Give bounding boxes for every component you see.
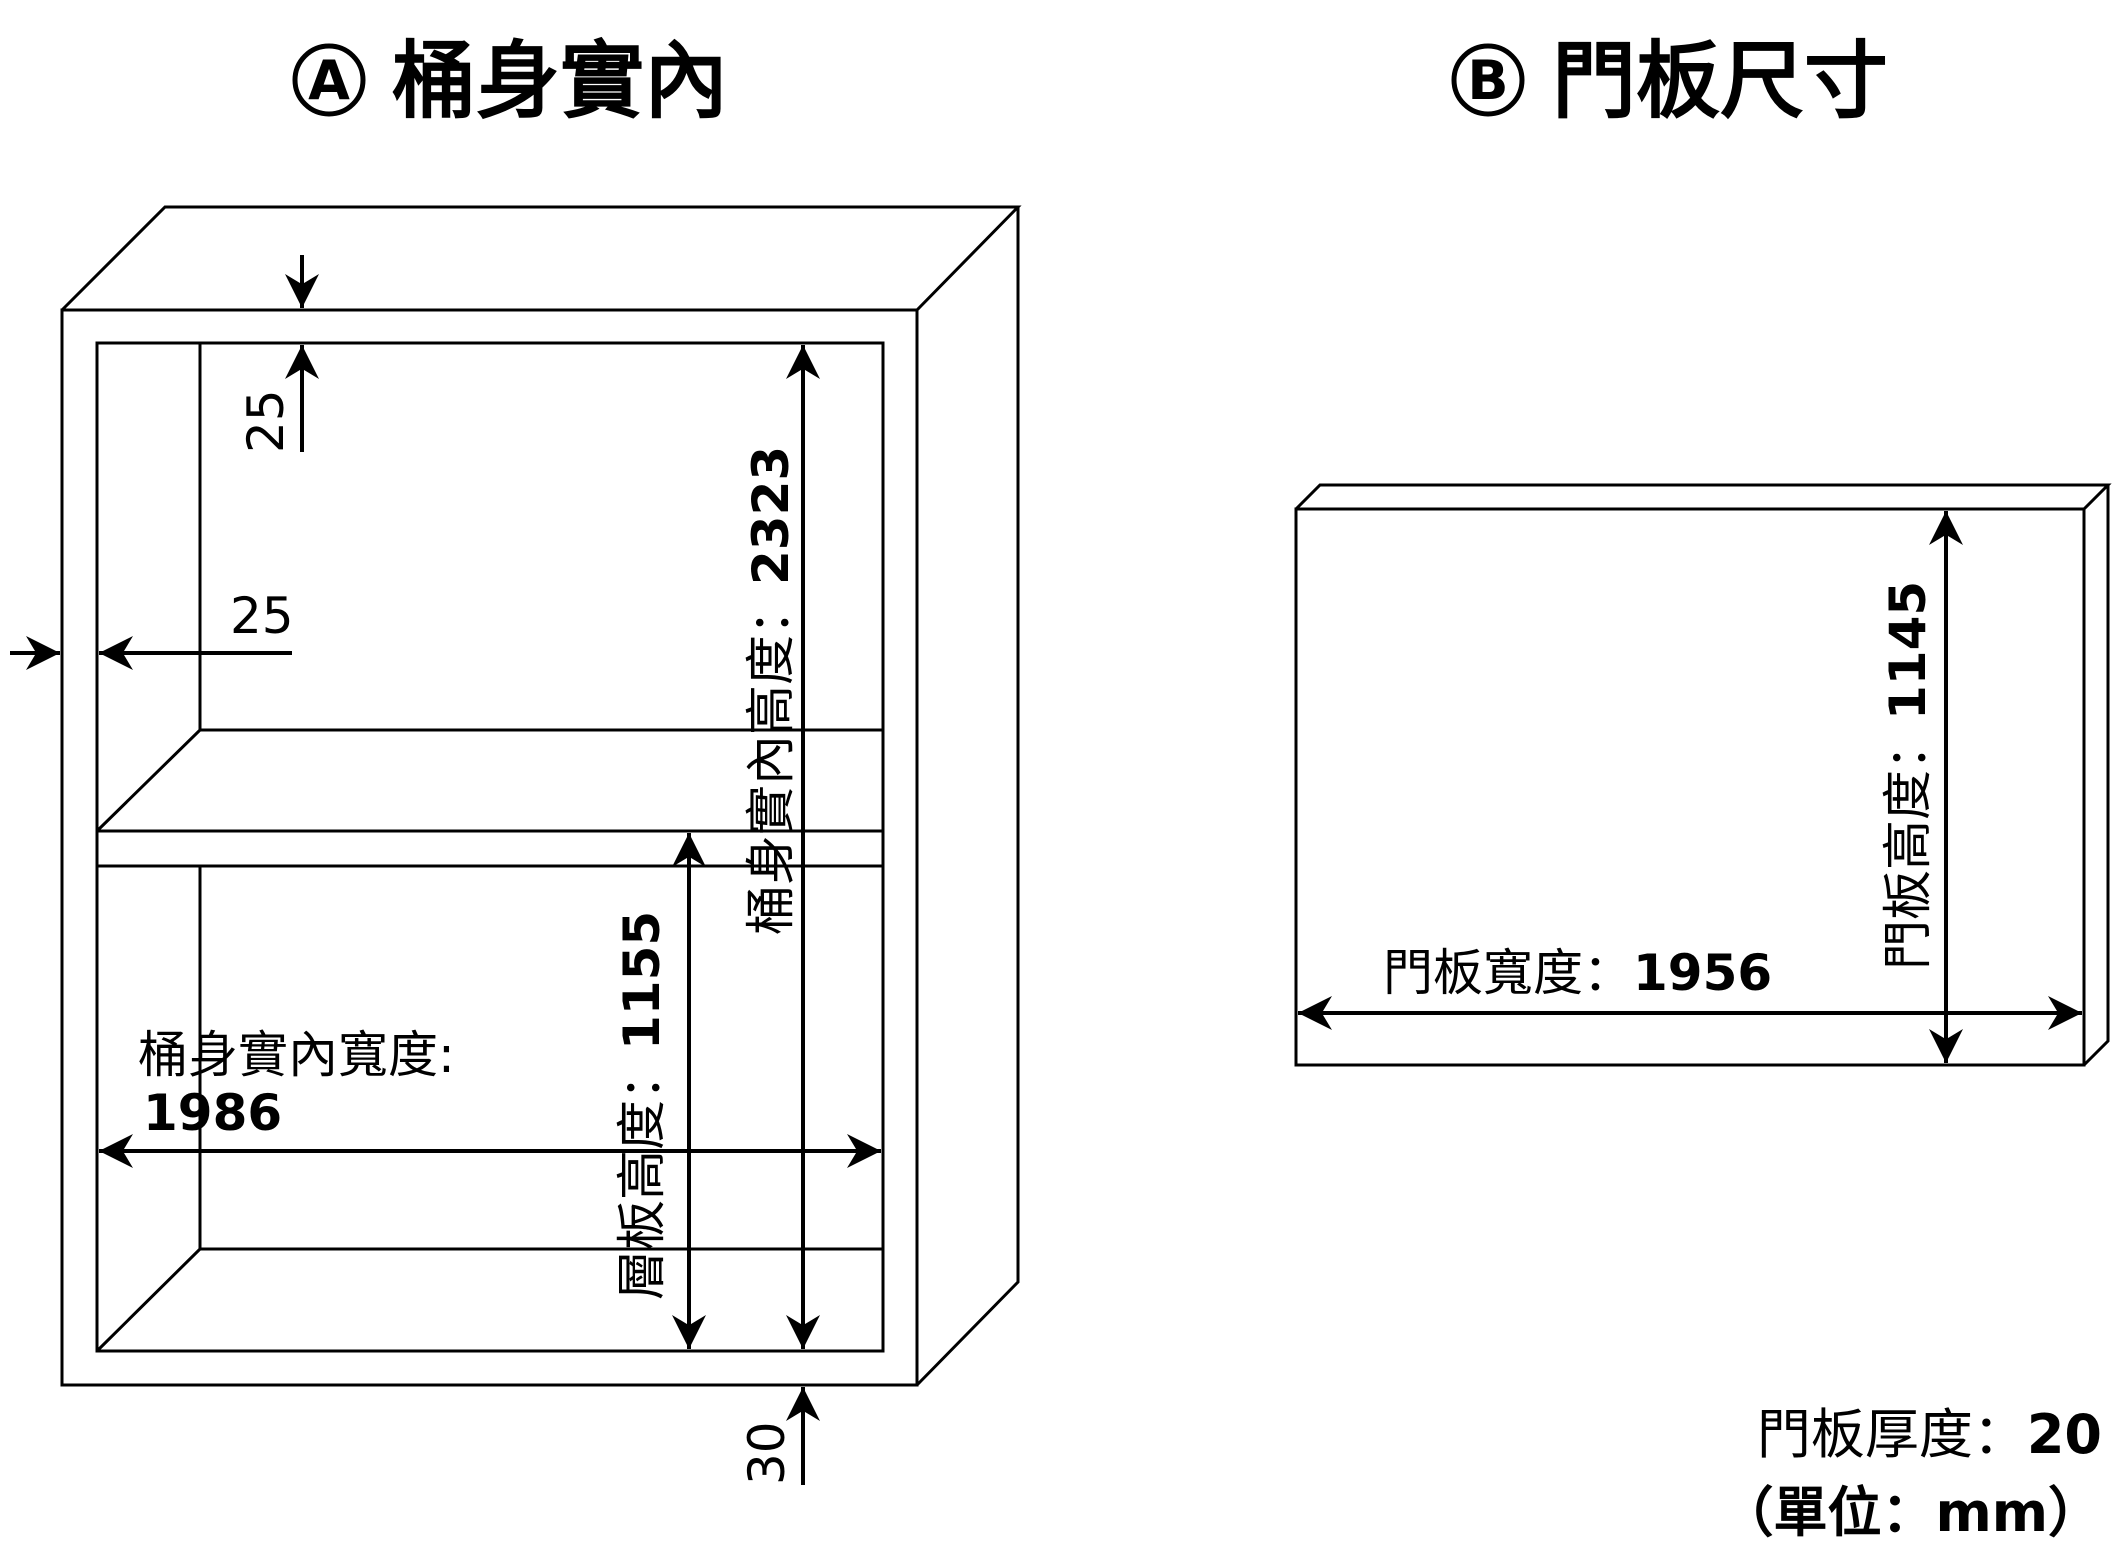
shelf-height-value: 1155 [613,911,671,1050]
unit-note: （單位：mm） [1719,1481,2102,1544]
panel-b-title: B 門板尺寸 [1451,32,1888,130]
cabinet-drawing [60,205,1022,1387]
door-height-label: 門板高度：1145 [1879,581,1937,970]
inner-height-value: 2323 [742,446,800,585]
cabinet-floor [95,1247,883,1353]
svg-text:桶身實內高度：2323: 桶身實內高度：2323 [742,446,800,935]
door-height-value: 1145 [1879,581,1937,720]
panel-b-badge-letter: B [1467,49,1508,112]
cabinet-inner-opening [95,341,885,1353]
door-thickness-value: 20 [2026,1403,2102,1466]
panel-a-dimensions [10,255,881,1485]
svg-text:層板高度：1155: 層板高度：1155 [613,911,671,1300]
door-top-face [1294,483,2112,511]
shelf-top-surface [95,728,883,833]
panel-a-badge-letter: A [308,49,350,112]
panel-a-badge-circle [292,43,366,117]
door-panel-drawing [1294,483,2112,1067]
cabinet-top-face [60,205,1022,312]
panel-b-title-text: 門板尺寸 [1552,32,1888,130]
door-width-value: 1956 [1633,944,1772,1002]
door-front-face [1294,507,2086,1067]
side-edge-value: 25 [230,587,294,645]
panel-a-title: A 桶身實內 [292,32,728,130]
door-thickness-label: 門板厚度： [1756,1403,2027,1466]
panel-b-badge-circle [1451,43,1525,117]
cabinet-side-face [915,207,1020,1387]
panel-a-title-text: 桶身實內 [392,32,728,130]
svg-text:門板高度：1145: 門板高度：1145 [1879,581,1937,970]
inner-height-label: 桶身實內高度：2323 [742,446,800,935]
inner-height-label-text: 桶身實內高度： [742,585,800,935]
door-width-label-text: 門板寬度： [1383,944,1633,1002]
cabinet-front-frame [60,308,919,1387]
door-height-label-text: 門板高度： [1879,720,1937,970]
inner-width-label-text: 桶身實內寬度: [138,1026,455,1084]
top-edge-value: 25 [237,389,295,453]
door-side-face [2082,485,2110,1067]
door-thickness-note: 門板厚度：20 [1757,1390,2102,1469]
inner-width-value: 1986 [143,1084,282,1142]
bottom-edge-value: 30 [738,1421,796,1485]
shelf-height-label: 層板高度：1155 [613,911,671,1300]
panel-b-dimensions [1298,511,2082,1063]
door-width-label: 門板寬度：1956 [1383,944,1772,1002]
shelf-height-label-text: 層板高度： [613,1050,671,1300]
